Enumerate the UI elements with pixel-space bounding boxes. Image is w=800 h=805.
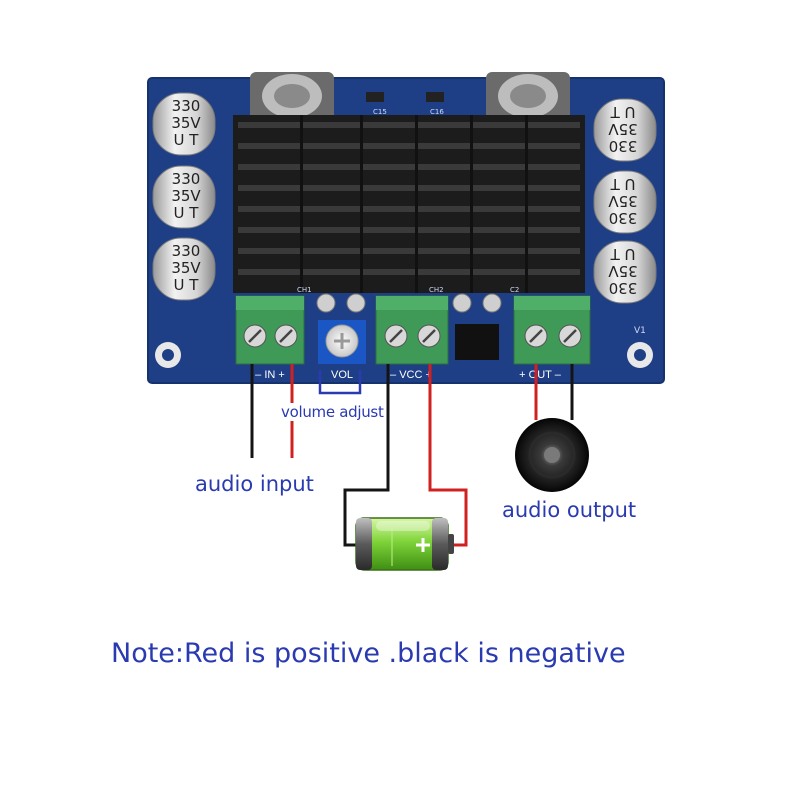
heatsink-fin: [238, 164, 580, 170]
silk-c2: C2: [510, 286, 519, 294]
terminal-in: [235, 295, 305, 365]
terminal-in-label: – IN +: [255, 369, 285, 381]
capacitor-rating-text: U T: [174, 204, 200, 222]
inductor-left: [250, 72, 334, 126]
small-capacitor: [452, 293, 472, 313]
capacitor-rating-text: 35V: [171, 114, 201, 132]
smd-part: [426, 92, 444, 102]
capacitor-rating-text: 35V: [608, 120, 638, 138]
capacitor-rating-text: U T: [610, 103, 636, 121]
mounting-hole-left: [155, 342, 181, 368]
small-capacitor: [316, 293, 336, 313]
speaker-icon: [515, 418, 589, 492]
smd-part: [366, 92, 384, 102]
heatsink-groove: [415, 115, 418, 293]
capacitor-rating-text: U T: [174, 131, 200, 149]
silk-c16: C16: [430, 108, 444, 116]
heatsink-fin: [238, 122, 580, 128]
heatsink: [233, 115, 585, 293]
capacitor-rating-text: 330: [609, 209, 638, 227]
silk-c15: C15: [373, 108, 387, 116]
capacitor-rating-text: 35V: [608, 262, 638, 280]
heatsink-fin: [238, 248, 580, 254]
audio-input-label: audio input: [195, 472, 314, 496]
capacitor-rating-text: U T: [610, 245, 636, 263]
wire-vcc-positive: [428, 364, 468, 547]
heatsink-fin: [238, 269, 580, 275]
capacitor-rating-text: U T: [174, 276, 200, 294]
silk-v1: V1: [634, 326, 646, 336]
terminal-out-label: + OUT –: [519, 369, 562, 381]
terminal-out: [513, 295, 591, 365]
small-capacitor: [482, 293, 502, 313]
capacitor-rating-text: 330: [172, 97, 201, 115]
capacitor-rating-text: 35V: [171, 187, 201, 205]
heatsink-groove: [525, 115, 528, 293]
heatsink-fin: [238, 185, 580, 191]
wire-vcc-negative: [343, 364, 390, 547]
terminal-vcc: [375, 295, 449, 365]
silk-ch1: CH1: [297, 286, 312, 294]
capacitor-rating-text: 330: [172, 170, 201, 188]
capacitor-rating-text: 330: [609, 137, 638, 155]
capacitor-rating-text: 35V: [171, 259, 201, 277]
heatsink-groove: [300, 115, 303, 293]
heatsink-fin: [238, 206, 580, 212]
capacitor-rating-text: 330: [609, 279, 638, 297]
terminal-vol-label: VOL: [331, 369, 353, 381]
capacitor-rating-text: U T: [610, 175, 636, 193]
small-capacitor: [346, 293, 366, 313]
heatsink-groove: [470, 115, 473, 293]
volume-adjust-label: volume adjust: [279, 403, 386, 421]
inductor-right: [486, 72, 570, 126]
volume-potentiometer: [318, 320, 366, 364]
terminal-vcc-label: – VCC +: [390, 369, 432, 381]
audio-output-label: audio output: [502, 498, 637, 522]
heatsink-fin: [238, 143, 580, 149]
polarity-note: Note:Red is positive .black is negative: [111, 638, 626, 669]
battery-icon: [355, 517, 454, 571]
heatsink-groove: [360, 115, 363, 293]
capacitor-rating-text: 35V: [608, 192, 638, 210]
mounting-hole-right: [627, 342, 653, 368]
volume-adjust-bracket: [318, 370, 362, 395]
heatsink-fin: [238, 227, 580, 233]
silk-ch2: CH2: [429, 286, 444, 294]
ic-chip: [455, 324, 499, 360]
capacitor-rating-text: 330: [172, 242, 201, 260]
